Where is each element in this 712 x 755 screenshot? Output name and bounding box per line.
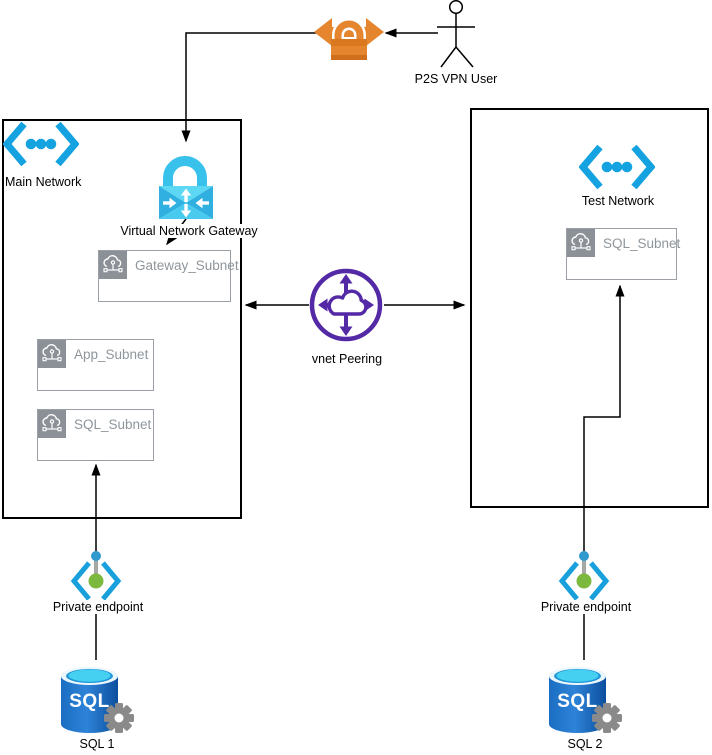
p2s-vpn-user-label: P2S VPN User [414, 72, 498, 86]
main-network-label: Main Network [5, 175, 82, 189]
private-endpoint-label-test: Private endpoint [526, 600, 646, 615]
app-subnet-label: App_Subnet [74, 347, 149, 362]
sql-db-text-2: SQL [557, 691, 598, 712]
subnet-icon [38, 340, 66, 368]
gear-icon [592, 703, 622, 733]
test-sql-subnet-box: SQL_Subnet [566, 228, 681, 280]
virtual-network-icon-main [3, 121, 79, 167]
sql2-label: SQL 2 [567, 737, 603, 751]
gateway-subnet-label: Gateway_Subnet [135, 258, 239, 273]
private-endpoint-label-main: Private endpoint [38, 600, 158, 615]
virtual-network-icon-test [579, 144, 655, 190]
main-sql-subnet-box: SQL_Subnet [37, 409, 154, 461]
gateway-subnet-box: Gateway_Subnet [98, 250, 239, 302]
subnet-icon [567, 229, 595, 257]
gear-icon [104, 703, 134, 733]
main-sql-subnet-label: SQL_Subnet [74, 417, 152, 432]
private-endpoint-icon-main [70, 551, 122, 601]
sql-db-text-1: SQL [69, 691, 110, 712]
app-subnet-box: App_Subnet [37, 339, 154, 391]
vnet-peering-label: vnet Peering [311, 352, 383, 366]
test-network-label: Test Network [581, 194, 655, 208]
test-sql-subnet-label: SQL_Subnet [603, 236, 681, 251]
sql-database-icon-2 [549, 667, 622, 733]
virtual-network-gateway-icon [159, 156, 213, 219]
subnet-icon [38, 410, 66, 438]
main-network-box [2, 119, 242, 519]
private-endpoint-icon-test [558, 551, 610, 601]
vpn-gateway-icon [314, 18, 384, 60]
sql-database-icon-1 [61, 667, 134, 733]
p2s-user-icon [437, 0, 475, 68]
vnet-peering-icon [309, 268, 383, 342]
subnet-icon [99, 251, 127, 279]
sql1-label: SQL 1 [79, 737, 115, 751]
virtual-network-gateway-label: Virtual Network Gateway [112, 224, 266, 239]
